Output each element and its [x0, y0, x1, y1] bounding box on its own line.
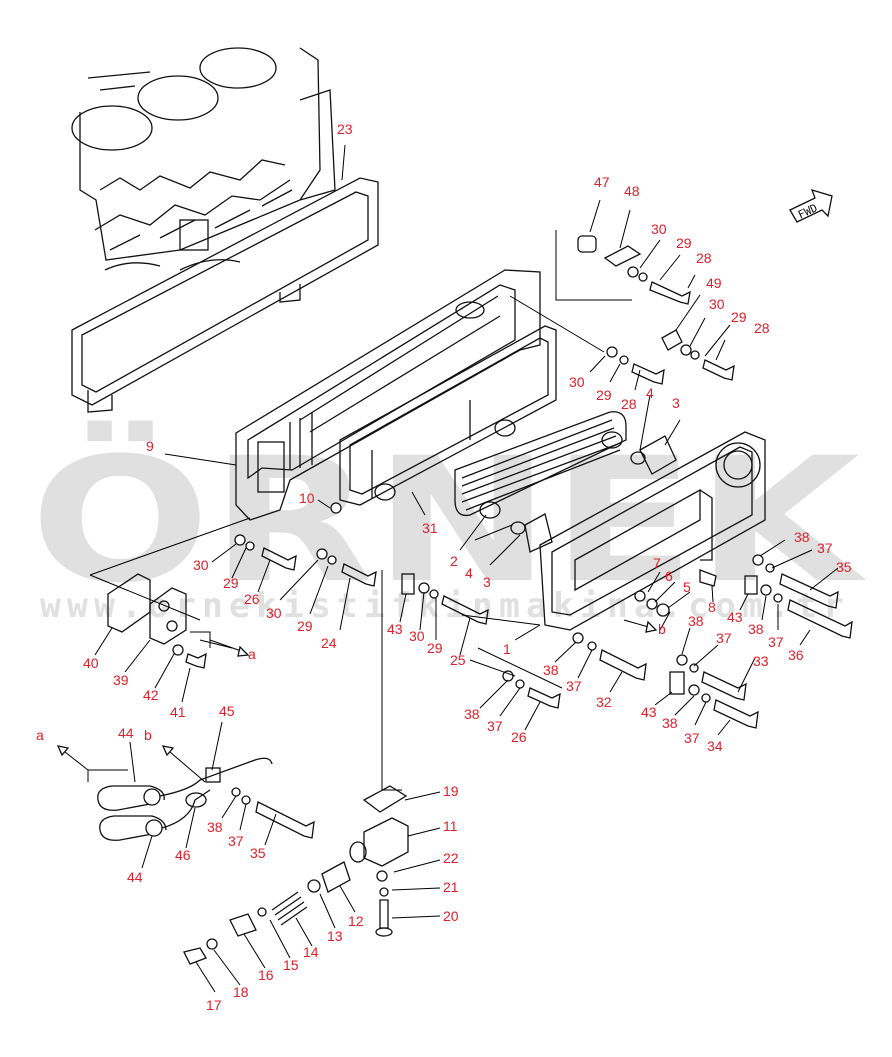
callout: 38 [748, 621, 764, 637]
callout: 45 [219, 703, 235, 719]
callout: 29 [427, 640, 443, 656]
callout: 10 [299, 490, 315, 506]
callout: 33 [753, 653, 769, 669]
callout: 31 [422, 520, 438, 536]
callout: 29 [297, 618, 313, 634]
callout: 38 [543, 662, 559, 678]
watermark-url: www.ornekistifkinmakina.com.tr [40, 586, 850, 626]
callout: 17 [206, 997, 222, 1013]
callout: 48 [624, 183, 640, 199]
callout: 20 [443, 908, 459, 924]
callout: 7 [653, 555, 661, 571]
callout: 37 [487, 718, 503, 734]
callout: 40 [83, 655, 99, 671]
callout: 30 [569, 374, 585, 390]
callout: 32 [596, 694, 612, 710]
callout: 38 [464, 706, 480, 722]
callout: 26 [511, 729, 527, 745]
callout: 4 [646, 385, 654, 401]
callout: 28 [754, 320, 770, 336]
callout: b [144, 727, 152, 743]
callout: 1 [503, 641, 511, 657]
leader-lines [56, 144, 839, 993]
callout: 2 [450, 553, 458, 569]
fwd-arrow: FWD [789, 189, 833, 223]
callout: b [658, 621, 666, 637]
callout: 28 [696, 250, 712, 266]
callout: 8 [708, 599, 716, 615]
fasteners [107, 235, 853, 729]
callout: 30 [409, 628, 425, 644]
callout: 42 [143, 687, 159, 703]
callout: 44 [118, 725, 134, 741]
callout: 34 [707, 738, 723, 754]
callout-labels: 23 47 48 30 29 28 49 30 29 28 30 29 28 4… [36, 121, 852, 1013]
callout: 38 [662, 715, 678, 731]
callout: 35 [250, 845, 266, 861]
callout: 3 [483, 574, 491, 590]
engine-block [71, 47, 336, 271]
callout: 5 [683, 579, 691, 595]
callout: 18 [233, 984, 249, 1000]
gasket-31 [339, 325, 557, 506]
callout: 43 [387, 621, 403, 637]
callout: a [248, 646, 256, 662]
callout: 15 [283, 957, 299, 973]
callout: 46 [175, 847, 191, 863]
callout: 35 [836, 559, 852, 575]
callout: 6 [665, 568, 673, 584]
callout: 29 [731, 309, 747, 325]
callout: 30 [266, 605, 282, 621]
callout: 44 [127, 869, 143, 885]
cover-1 [539, 431, 766, 631]
callout: 37 [566, 678, 582, 694]
callout: 26 [244, 591, 260, 607]
callout: 37 [768, 634, 784, 650]
callout: 38 [688, 613, 704, 629]
callout: 13 [327, 928, 343, 944]
callout: 41 [170, 704, 186, 720]
oil-cooler-core-2 [454, 411, 627, 519]
callout: 28 [621, 396, 637, 412]
callout: 36 [788, 647, 804, 663]
callout: 30 [193, 557, 209, 573]
callout: 29 [223, 575, 239, 591]
callout: 39 [113, 672, 129, 688]
gasket-23 [71, 177, 379, 413]
callout: 25 [450, 652, 466, 668]
callout: 4 [465, 565, 473, 581]
callout: 22 [443, 850, 459, 866]
callout: 29 [596, 387, 612, 403]
callout: 16 [258, 967, 274, 983]
callout: 43 [727, 609, 743, 625]
callout: 3 [672, 395, 680, 411]
callout: 49 [706, 275, 722, 291]
callout: 29 [676, 235, 692, 251]
callout: 37 [817, 540, 833, 556]
callout: a [36, 727, 44, 743]
callout: 38 [207, 819, 223, 835]
callout: 11 [443, 818, 458, 834]
callout: 19 [443, 783, 459, 799]
callout: 24 [321, 635, 337, 651]
callout: 21 [443, 879, 459, 895]
callout: 30 [709, 296, 725, 312]
regulator-valve [183, 785, 409, 965]
callout: 43 [641, 704, 657, 720]
callout: 14 [303, 944, 319, 960]
callout: 23 [337, 121, 353, 137]
callout: 37 [716, 630, 732, 646]
sensor-harness [97, 757, 315, 841]
callout: 30 [651, 221, 667, 237]
callout: 37 [684, 730, 700, 746]
callout: 47 [594, 174, 610, 190]
callout: 38 [794, 529, 810, 545]
callout: 9 [146, 438, 154, 454]
callout: 37 [228, 833, 244, 849]
callout: 12 [348, 913, 364, 929]
